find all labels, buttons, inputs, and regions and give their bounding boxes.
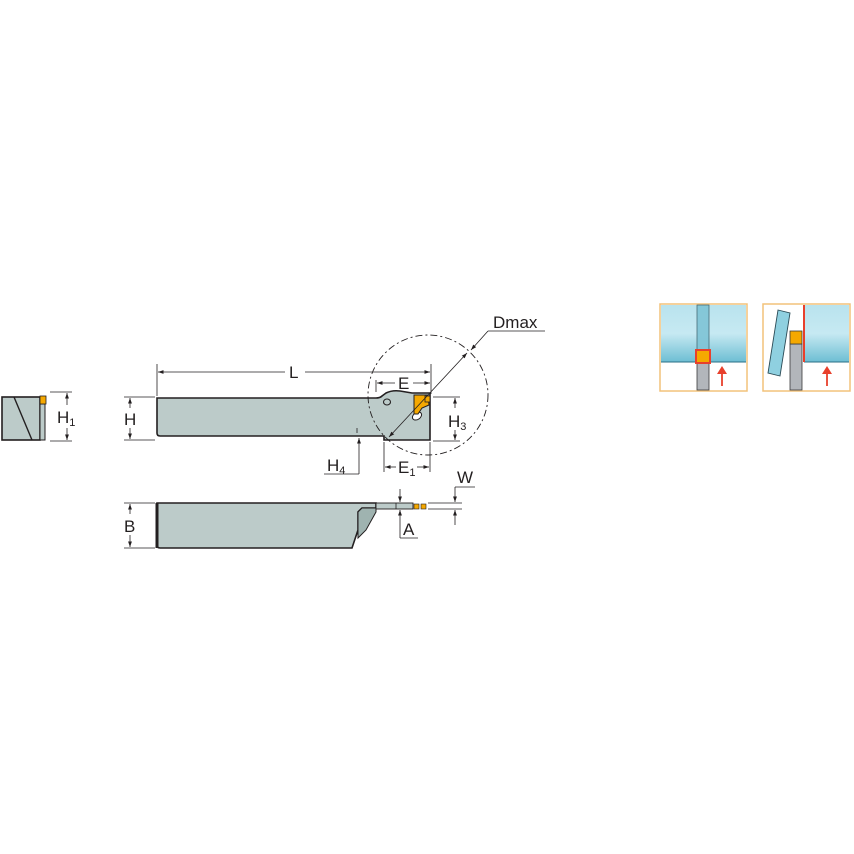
application-icon-parting-at-face: [762, 303, 851, 392]
section-line: [13, 396, 33, 441]
feed-arrow-up-icon: [822, 366, 832, 374]
side-view: L H E H3 H4 E1 Dmax: [124, 313, 545, 479]
h4-label: H4: [327, 456, 345, 477]
insert-end: [39, 395, 47, 405]
coolant-hole: [382, 398, 392, 406]
dmax-arrow-to-circle: [427, 352, 468, 396]
parted-piece: [767, 309, 791, 377]
blade-end: [39, 403, 46, 441]
blade: [696, 361, 710, 391]
top-view: B A W: [124, 468, 475, 549]
e1-label: E1: [398, 458, 415, 479]
h-label: H: [124, 410, 136, 429]
e-label: E: [398, 374, 409, 393]
insert: [789, 330, 803, 345]
b-label: B: [124, 517, 135, 536]
dmax-arrow-outer: [470, 330, 489, 351]
holder-end-face: [1, 396, 41, 441]
dmax-circle: [367, 334, 489, 456]
blade-top: [375, 502, 414, 510]
holder-body-side: [156, 389, 431, 441]
l-label: L: [289, 363, 298, 382]
blade: [789, 343, 803, 391]
dmax-label: Dmax: [493, 313, 538, 332]
insert-top-a: [413, 503, 420, 510]
a-label: A: [403, 520, 415, 539]
feed-arrow-up-icon: [717, 366, 727, 374]
workpiece: [804, 305, 849, 362]
holder-body-top: [156, 502, 377, 549]
h1-label: H1: [57, 408, 75, 429]
insert-top-b: [420, 503, 427, 510]
chamfer-face: [357, 507, 377, 540]
application-icon-parting-off: [659, 303, 748, 392]
dmax-arrow-inner: [388, 394, 429, 438]
insert: [695, 349, 711, 364]
h3-label: H3: [448, 412, 466, 433]
end-view: H1: [1, 391, 75, 442]
w-label: W: [457, 468, 473, 487]
